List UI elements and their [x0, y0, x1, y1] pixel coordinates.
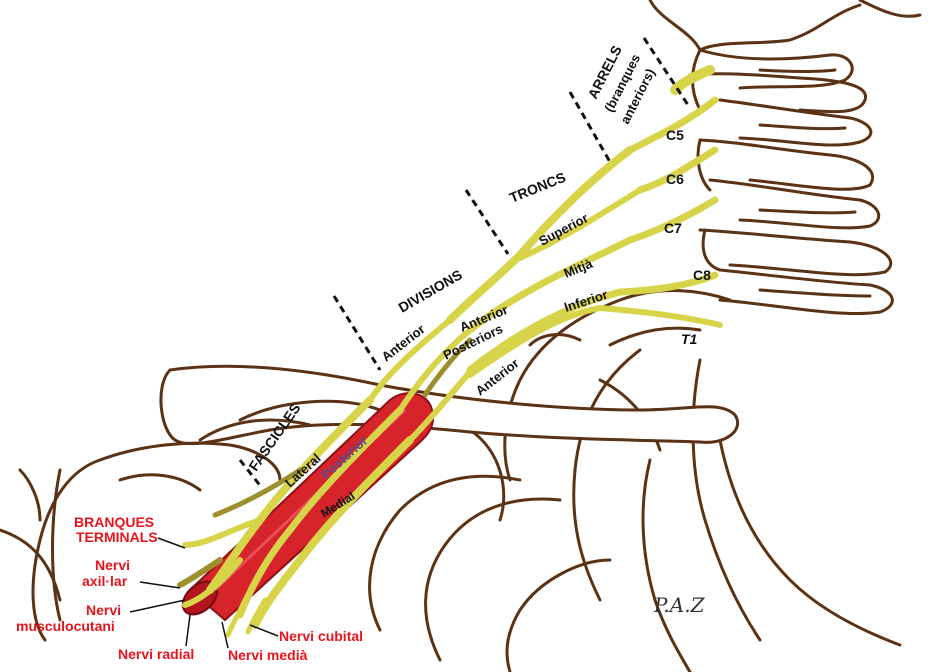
nervi-axillar-line1: Nervi	[95, 557, 130, 573]
divider-arrels-left	[642, 37, 692, 109]
nervi-radial: Nervi radial	[118, 646, 194, 662]
region-dividers	[238, 37, 692, 489]
nervi-musculocutani-line1: Nervi	[86, 602, 121, 618]
divider-arrels-troncs	[568, 91, 612, 163]
root-c5: C5	[666, 127, 684, 143]
artist-signature: P.A.Z	[653, 593, 706, 617]
ribs	[368, 289, 902, 672]
divider-troncs-divisions	[464, 189, 510, 255]
root-c6: C6	[666, 171, 684, 187]
root-c8: C8	[693, 267, 711, 283]
root-c7: C7	[664, 220, 682, 236]
divider-fascicles-terminals	[238, 459, 264, 489]
nervi-media: Nervi medià	[228, 647, 308, 663]
terminals-heading-line1: BRANQUES	[74, 514, 154, 530]
label-divisions: DIVISIONS	[396, 266, 465, 315]
terminal-branches-labels: BRANQUES TERMINALS Nervi axil·lar Nervi …	[16, 514, 363, 663]
nervi-cubital: Nervi cubital	[279, 628, 363, 644]
terminals-heading-line2: TERMINALS	[76, 529, 158, 545]
label-troncs: TRONCS	[507, 169, 568, 206]
cervical-vertebrae	[648, 0, 922, 316]
nervi-musculocutani-line2: musculocutani	[16, 618, 115, 634]
trunk-mitja: Mitjà	[562, 255, 596, 280]
nervi-axillar-line2: axil·lar	[82, 573, 128, 589]
clavicle	[159, 364, 739, 446]
divider-divisions-fascicles	[332, 295, 382, 371]
root-t1: T1	[681, 331, 698, 347]
brachial-plexus	[177, 65, 723, 638]
